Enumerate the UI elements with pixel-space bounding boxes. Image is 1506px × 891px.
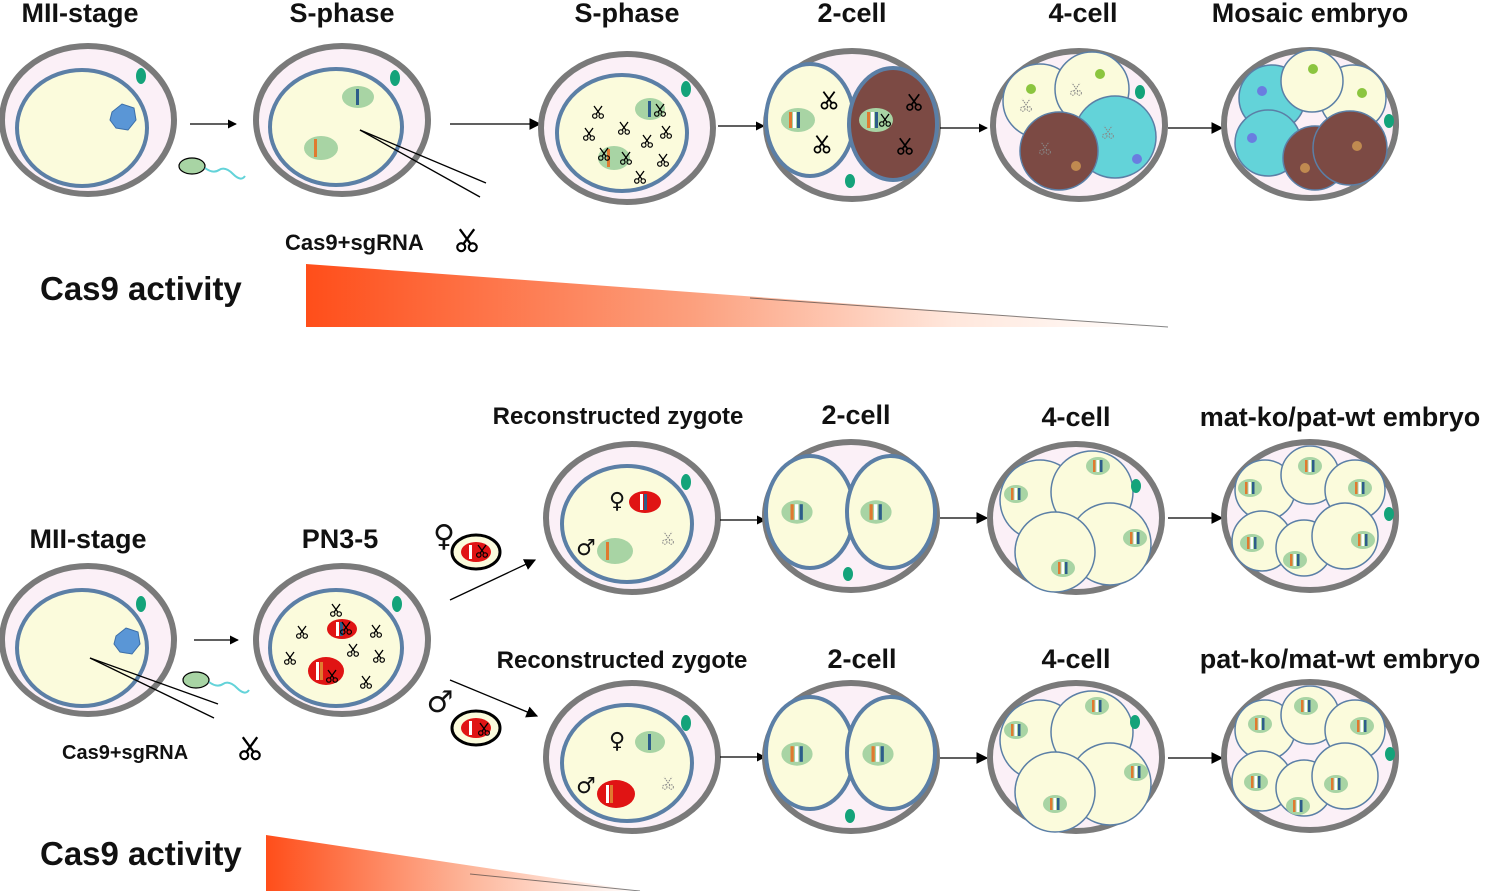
scissors-icon [456,228,478,253]
svg-text:♀: ♀ [609,729,625,754]
upper-label-mat-ko: mat-ko/pat-wt embryo [1200,402,1481,432]
top-egg-mii [0,43,177,197]
branch-arrow-upper [449,559,537,601]
svg-text:♀: ♀ [609,489,625,514]
top-activity-label: Cas9 activity [40,270,242,307]
top-label-2-cell: 2-cell [817,0,886,28]
top-label-4-cell: 4-cell [1048,0,1117,28]
upper-4-cell [987,441,1165,595]
lower-4-cell [987,680,1165,834]
upper-label-2-cell: 2-cell [821,400,890,430]
top-egg-s-phase-2 [538,51,716,205]
transferred-pronucleus-lower [450,709,502,747]
lower-2-cell [762,680,940,834]
bottom-egg-mii [0,563,219,719]
female-symbol-upper: ♀ [433,519,455,554]
top-egg-4-cell [990,48,1168,202]
svg-text:♂: ♂ [576,536,596,561]
top-label-s-phase-1: S-phase [289,0,394,28]
upper-embryo [1221,439,1399,593]
lower-label-4-cell: 4-cell [1041,644,1110,674]
lower-label-zygote: Reconstructed zygote [497,647,748,674]
svg-text:♂: ♂ [576,774,596,799]
top-label-s-phase-2: S-phase [574,0,679,28]
lower-label-2-cell: 2-cell [827,644,896,674]
branch-arrow-lower [449,679,539,718]
male-symbol-lower: ♂ [427,685,454,720]
lower-zygote: ♀ ♂ [543,680,721,834]
lower-embryo [1221,679,1399,833]
top-egg-s-phase-1 [253,43,487,198]
upper-label-zygote: Reconstructed zygote [493,403,744,430]
top-egg-2-cell [763,48,941,202]
sperm-icon [178,157,246,180]
upper-zygote: ♀ ♂ [543,441,721,595]
top-injection-label: Cas9+sgRNA [285,230,424,255]
bottom-label-pn: PN3-5 [302,524,379,554]
top-activity-gradient [306,264,1168,327]
transferred-pronucleus-upper [450,533,502,571]
upper-label-4-cell: 4-cell [1041,402,1110,432]
pn-egg [253,563,431,717]
top-label-mii: MII-stage [21,0,138,28]
bottom-injection-label: Cas9+sgRNA [62,742,188,764]
bottom-label-mii: MII-stage [29,524,146,554]
lower-label-pat-ko: pat-ko/mat-wt embryo [1200,644,1481,674]
top-label-mosaic: Mosaic embryo [1212,0,1409,28]
bottom-activity-gradient [266,835,640,891]
upper-2-cell [762,439,940,593]
top-egg-mosaic [1221,47,1399,201]
bottom-scissors-icon [239,736,261,761]
bottom-activity-label: Cas9 activity [40,835,242,872]
bottom-sperm-icon [182,671,250,694]
